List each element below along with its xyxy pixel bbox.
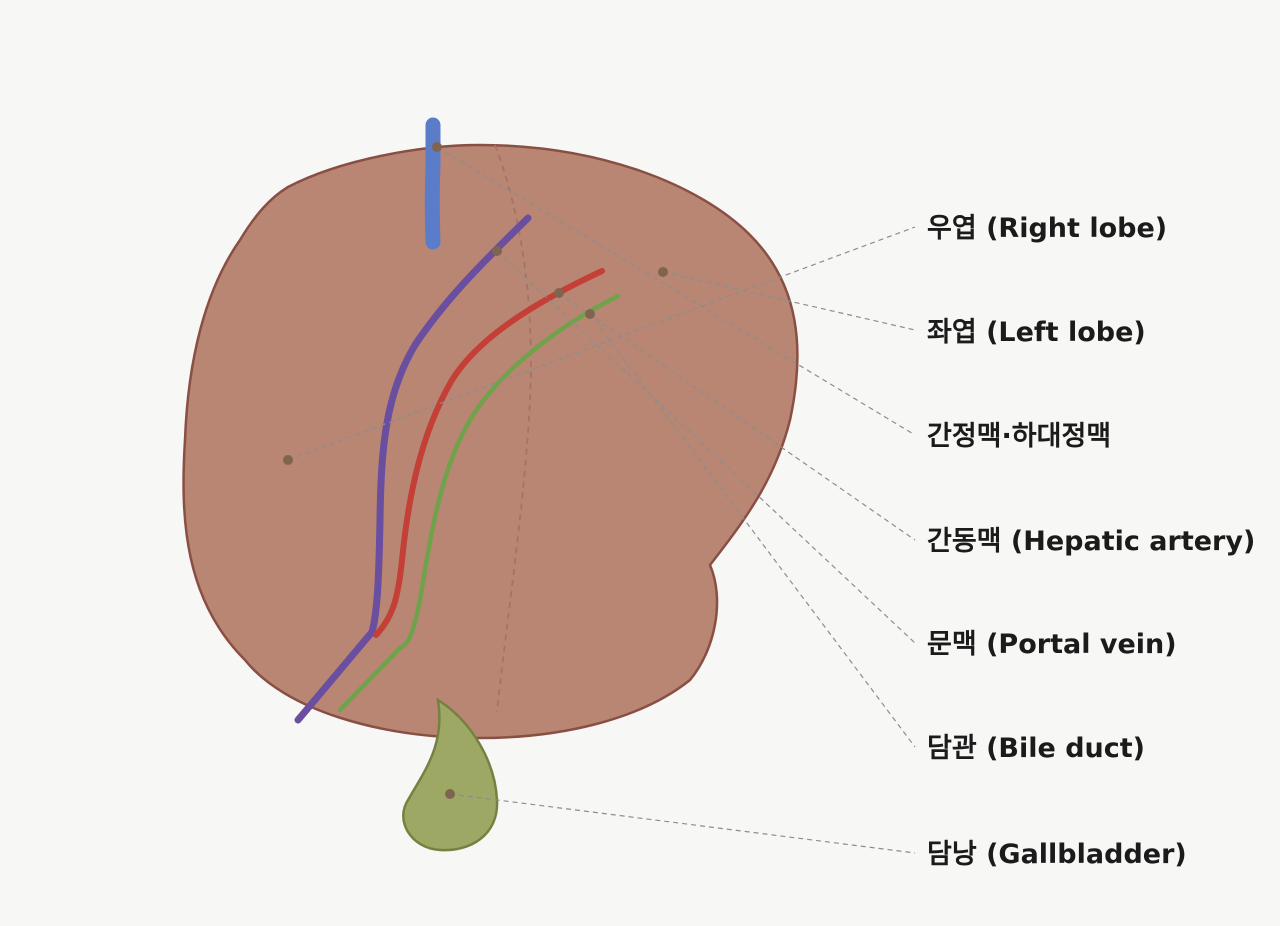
lobe-divider-line bbox=[494, 144, 532, 713]
gallbladder-shape bbox=[402, 697, 499, 852]
liver-shape bbox=[182, 143, 799, 740]
leader-gallbladder bbox=[449, 793, 916, 854]
marker-hepatic-artery bbox=[554, 288, 564, 298]
label-left-lobe: 좌엽 (Left lobe) bbox=[927, 317, 1146, 348]
portal-vein bbox=[294, 214, 532, 724]
marker-hepatic-vein-ivc bbox=[432, 142, 442, 152]
marker-left-lobe bbox=[658, 267, 668, 277]
marker-portal-vein bbox=[492, 246, 502, 256]
marker-bile-duct bbox=[585, 309, 595, 319]
bile-duct bbox=[337, 293, 621, 713]
marker-gallbladder bbox=[445, 789, 455, 799]
label-bile-duct: 담관 (Bile duct) bbox=[927, 733, 1145, 764]
label-gallbladder: 담낭 (Gallbladder) bbox=[927, 839, 1187, 870]
label-hepatic-vein-ivc: 간정맥·하대정맥 bbox=[927, 421, 1111, 452]
hepatic-artery bbox=[373, 268, 605, 638]
label-right-lobe: 우엽 (Right lobe) bbox=[927, 213, 1167, 244]
marker-right-lobe bbox=[283, 455, 293, 465]
leader-bile-duct bbox=[589, 313, 916, 748]
leader-hepatic-vein-ivc bbox=[436, 146, 916, 436]
hepatic-vein-ivc bbox=[424, 117, 441, 250]
leader-portal-vein bbox=[496, 250, 916, 644]
leader-left-lobe bbox=[662, 271, 916, 331]
label-portal-vein: 문맥 (Portal vein) bbox=[927, 629, 1177, 660]
leader-right-lobe bbox=[287, 226, 916, 461]
label-hepatic-artery: 간동맥 (Hepatic artery) bbox=[927, 526, 1255, 557]
leader-hepatic-artery bbox=[558, 292, 916, 541]
